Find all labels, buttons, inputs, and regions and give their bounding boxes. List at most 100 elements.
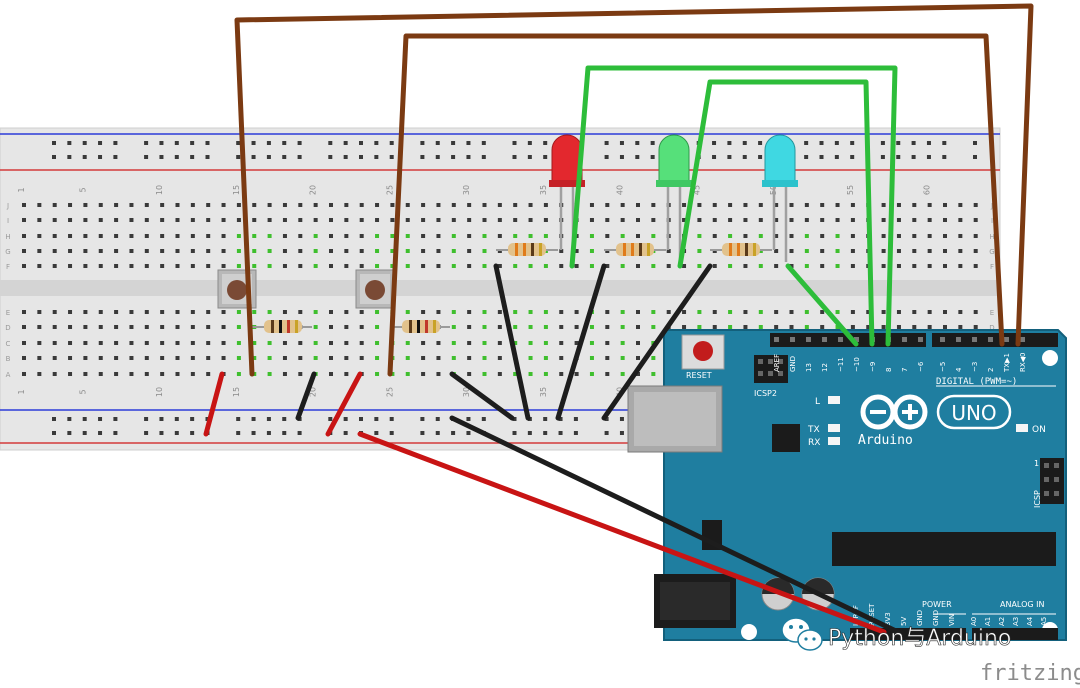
- digital-pin-label: ~9: [869, 362, 877, 372]
- wire-black-4: [555, 263, 607, 421]
- column-number: 15: [232, 387, 241, 397]
- power-pin-label: 5V: [900, 617, 908, 626]
- digital-pin-label: RX◀0: [1019, 353, 1027, 373]
- header-pin: [806, 337, 811, 342]
- wire-red-2: [325, 371, 363, 437]
- header-pin: [940, 337, 945, 342]
- column-number: 25: [385, 185, 394, 195]
- icsp-label: ICSP: [1033, 490, 1042, 508]
- row-letter: A: [6, 371, 11, 379]
- icsp-pin1-label: 1: [1034, 459, 1039, 468]
- power-pin-label: RESET: [868, 603, 876, 626]
- resistor-1: [252, 320, 312, 333]
- header-pin: [838, 337, 843, 342]
- column-number: 20: [309, 387, 318, 397]
- led-red: [549, 134, 585, 262]
- resistor-2: [390, 320, 450, 333]
- digital-label: DIGITAL (PWM=~): [936, 377, 1017, 387]
- row-letter: B: [6, 355, 11, 363]
- power-label: POWER: [922, 600, 952, 609]
- row-letter: J: [6, 202, 9, 210]
- power-pin-label: GND: [916, 610, 924, 626]
- watermark: Python与Arduino: [781, 617, 1012, 651]
- header-pin: [774, 337, 779, 342]
- digital-pin-label: 13: [805, 363, 813, 372]
- wire-black-2: [449, 371, 515, 421]
- reset-label: RESET: [686, 371, 712, 380]
- digital-pin-label: 8: [885, 368, 893, 372]
- digital-pin-label: 12: [821, 363, 829, 372]
- wire-brown-button2-pin3: [387, 33, 1005, 377]
- column-number: 55: [846, 185, 855, 195]
- row-letter: I: [7, 217, 9, 225]
- power-pin-label: VIN: [948, 614, 956, 626]
- row-letter: C: [6, 340, 11, 348]
- analog-pin-label: A4: [1026, 616, 1034, 626]
- resistor-led-cyan: [710, 243, 772, 256]
- arduino-infinity-logo: [860, 394, 928, 430]
- column-number: 1: [17, 389, 26, 394]
- header-pin: [822, 337, 827, 342]
- wire-green-led-cyan: [785, 263, 859, 347]
- rx-label: RX: [808, 438, 820, 448]
- row-letter: D: [5, 324, 10, 332]
- digital-pin-label: ~5: [939, 362, 947, 372]
- column-number: 5: [78, 389, 87, 394]
- digital-pin-label: ~11: [837, 357, 845, 372]
- header-pin: [790, 337, 795, 342]
- row-letter: I: [991, 217, 993, 225]
- wire-black-5: [601, 263, 713, 421]
- digital-pin-label: GND: [789, 356, 797, 372]
- column-number: 45: [692, 185, 701, 195]
- column-number: 40: [616, 185, 625, 195]
- wire-green-led-green: [677, 79, 875, 347]
- wire-red-1: [203, 371, 225, 437]
- row-letter: G: [989, 248, 994, 256]
- digital-pin-label: TX▶1: [1003, 353, 1011, 373]
- wire-black-1: [295, 371, 317, 421]
- tx-label: TX: [807, 425, 820, 435]
- power-pin-label: IOREF: [852, 605, 860, 626]
- column-number: 30: [462, 185, 471, 195]
- wire-green-led-red: [569, 65, 898, 347]
- digital-pin-label: AREF: [773, 354, 781, 372]
- column-number: 10: [155, 185, 164, 195]
- row-letter: H: [5, 233, 10, 241]
- digital-pin-label: ~10: [853, 357, 861, 372]
- arduino-label: Arduino: [858, 433, 913, 448]
- l-label: L: [815, 397, 820, 407]
- column-number: 30: [462, 387, 471, 397]
- uno-label: UNO: [951, 401, 996, 425]
- power-pin-label: 3V3: [884, 612, 892, 626]
- row-letter: G: [5, 248, 10, 256]
- resistor-led-green: [604, 243, 666, 256]
- wire-brown-button1-pin2: [234, 3, 1034, 377]
- column-number: 25: [385, 387, 394, 397]
- header-pin: [1020, 337, 1025, 342]
- column-number: 60: [923, 185, 932, 195]
- column-number: 15: [232, 185, 241, 195]
- led-cyan: [762, 134, 798, 262]
- header-pin: [854, 337, 859, 342]
- header-pin: [902, 337, 907, 342]
- header-pin: [972, 337, 977, 342]
- row-letter: F: [6, 263, 10, 271]
- watermark-text: Python与Arduino: [828, 626, 1011, 651]
- analog-pin-label: A5: [1040, 617, 1048, 626]
- wire-black-gnd: [449, 415, 901, 635]
- wires: [203, 3, 1034, 635]
- on-label: ON: [1032, 425, 1046, 435]
- column-number: 20: [309, 185, 318, 195]
- row-letter: F: [990, 263, 994, 271]
- analog-pin-label: A0: [970, 617, 978, 626]
- digital-pin-label: 2: [987, 368, 995, 372]
- header-pin: [956, 337, 961, 342]
- analog-label: ANALOG IN: [1000, 600, 1045, 609]
- analog-pin-label: A1: [984, 617, 992, 626]
- analog-pin-label: A3: [1012, 617, 1020, 626]
- wire-black-3: [493, 263, 531, 421]
- row-letter: D: [989, 324, 994, 332]
- digital-pin-label: 4: [955, 367, 963, 372]
